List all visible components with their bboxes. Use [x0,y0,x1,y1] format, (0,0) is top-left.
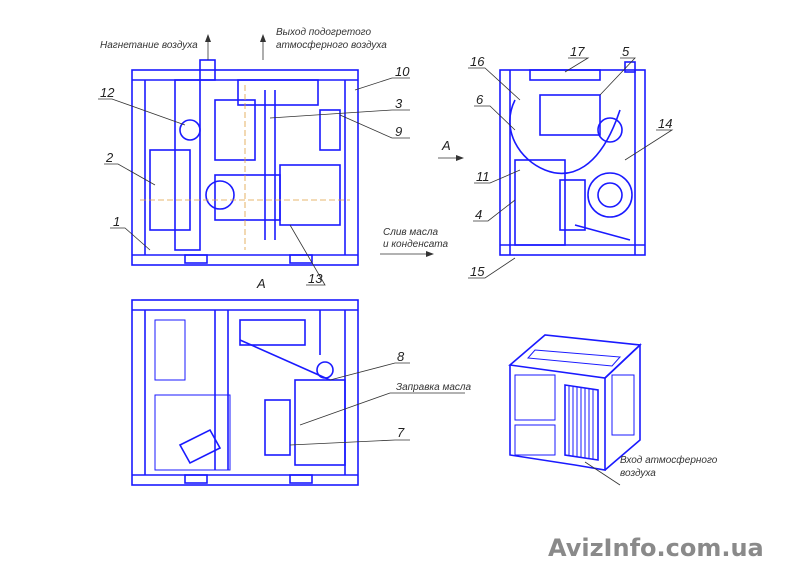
watermark: AvizInfo.com.ua [548,534,764,562]
callouts: 1 2 3 4 5 6 7 8 9 10 11 12 13 14 15 16 1… [98,44,674,446]
isometric-view [508,334,642,471]
callout-4: 4 [475,207,482,222]
callout-7: 7 [397,425,405,440]
callout-17: 17 [570,44,585,59]
grille [568,386,594,459]
callout-8: 8 [397,349,405,364]
callout-14: 14 [658,116,672,131]
view-a-arrow-label: А [441,138,451,153]
view-a-title: А [256,276,266,291]
label-air-in-2: воздуха [620,468,656,479]
callout-15: 15 [470,264,485,279]
callout-12: 12 [100,85,115,100]
label-air-in-1: Вход атмосферного [620,454,718,466]
label-heated-air-out-2: атмосферного воздуха [276,39,387,51]
labels: Нагнетание воздуха Выход подогретого атм… [100,27,718,479]
label-drain-2: и конденсата [383,239,448,250]
callout-1: 1 [113,214,120,229]
label-air-discharge: Нагнетание воздуха [100,40,198,51]
callout-6: 6 [476,92,484,107]
callout-16: 16 [470,54,485,69]
callout-3: 3 [395,96,403,111]
front-view [131,59,359,266]
callout-2: 2 [105,150,114,165]
side-view [499,61,646,256]
label-heated-air-out-1: Выход подогретого [276,27,371,38]
callout-10: 10 [395,64,410,79]
label-drain-1: Слив масла [383,227,438,238]
callout-9: 9 [395,124,402,139]
label-oil-fill: Заправка масла [396,382,472,393]
view-a [131,299,359,486]
flow-arrows [205,34,621,486]
callout-11: 11 [476,169,490,184]
callout-5: 5 [622,44,630,59]
